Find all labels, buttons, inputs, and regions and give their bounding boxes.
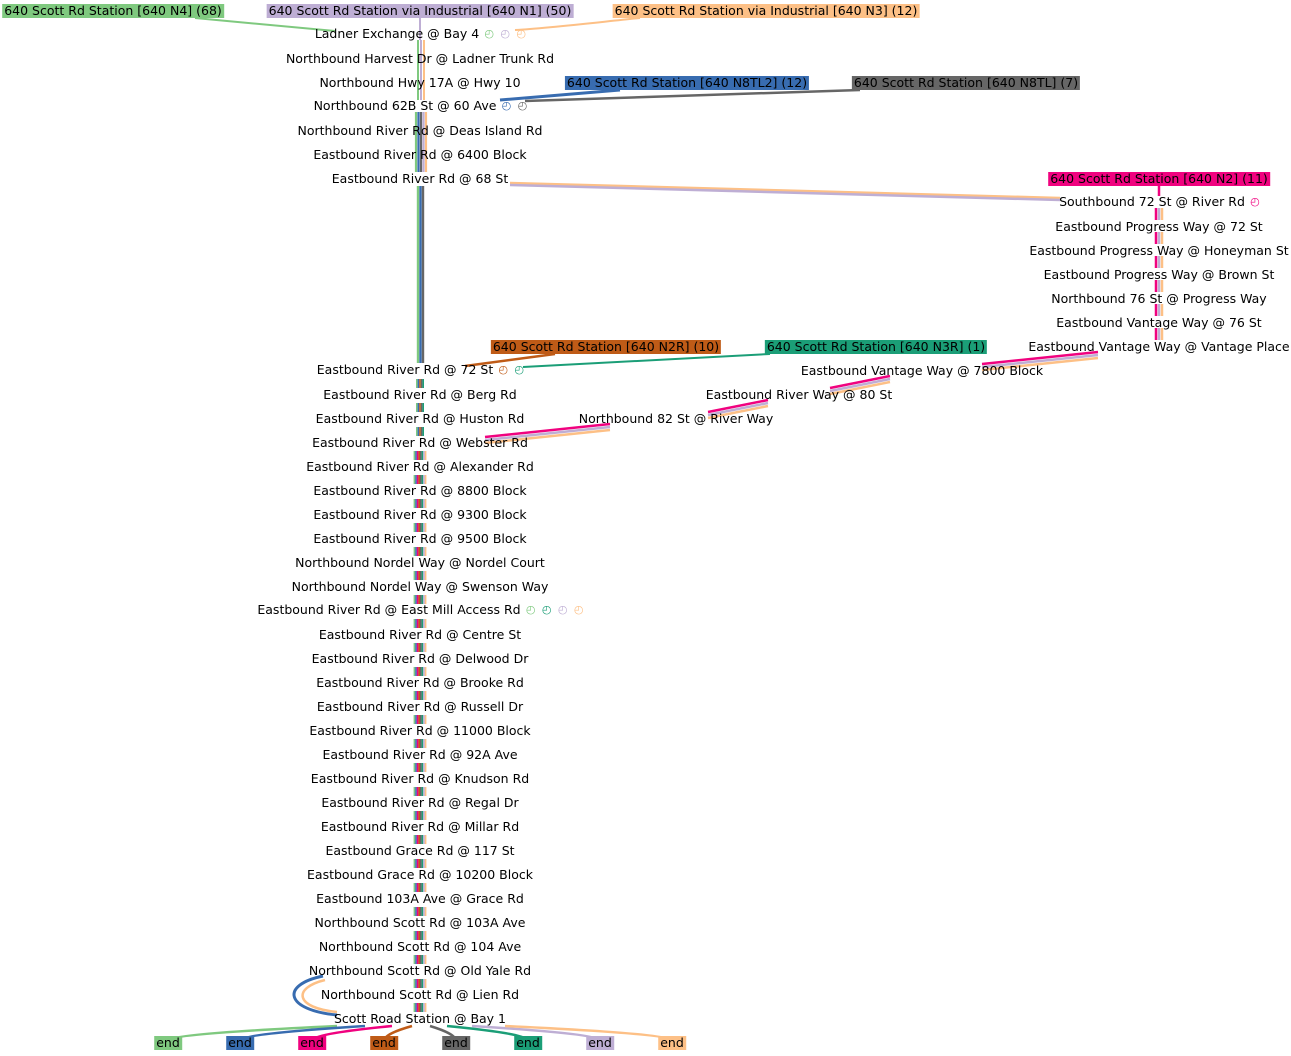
loop-line-n3 [301, 978, 338, 1014]
end-label-n1: end [586, 1035, 614, 1050]
route-line-n3r [522, 353, 771, 368]
stop-label: Northbound Scott Rd @ 103A Ave [314, 915, 526, 930]
end-label-n2: end [298, 1035, 326, 1050]
stop-label: Eastbound River Way @ 80 St [705, 387, 893, 402]
end-label-n3: end [658, 1035, 686, 1050]
stop-label: Eastbound River Rd @ Russell Dr [316, 699, 524, 714]
stop-label: Ladner Exchange @ Bay 4 [314, 26, 480, 41]
stop-label: Eastbound River Rd @ Knudson Rd [310, 771, 530, 786]
stop-label: Eastbound Progress Way @ Honeyman St [1029, 243, 1289, 258]
route-label-n4: 640 Scott Rd Station [640 N4] (68) [2, 3, 224, 18]
stop-label: Northbound 82 St @ River Way [578, 411, 774, 426]
branch-line-n3 [509, 181, 1061, 200]
end-label-n2r: end [370, 1035, 398, 1050]
clock-icon: ◴ [557, 603, 568, 616]
stop-label: Eastbound River Rd @ 11000 Block [309, 723, 531, 738]
branch-segment [484, 425, 611, 442]
stop-label: Eastbound River Rd @ Webster Rd [312, 435, 528, 450]
stop-label: Eastbound River Rd @ Delwood Dr [311, 651, 529, 666]
stop-label: Eastbound River Rd @ 6400 Block [313, 147, 527, 162]
stop-label: Northbound Hwy 17A @ Hwy 10 [319, 75, 521, 90]
route-label-n3: 640 Scott Rd Station via Industrial [640… [612, 3, 920, 18]
clock-icon: ◴ [1250, 195, 1260, 208]
stop-label: Northbound 76 St @ Progress Way [1051, 291, 1267, 306]
end-label-n3r: end [514, 1035, 542, 1050]
stop-label: Eastbound River Rd @ Alexander Rd [306, 459, 534, 474]
route-line-n8tl2 [499, 88, 621, 102]
branch-line-n1 [509, 183, 1061, 202]
route-line-n2r [464, 352, 556, 368]
stop-label: Eastbound River Rd @ Berg Rd [323, 387, 517, 402]
stop-label: Southbound 72 St @ River Rd [1059, 194, 1245, 209]
stop-label: Northbound Scott Rd @ Lien Rd [320, 987, 520, 1002]
route-line-n4 [194, 17, 336, 32]
end-label-n8tl: end [442, 1035, 470, 1050]
stop-label: Northbound 62B St @ 60 Ave [313, 98, 497, 113]
clock-icon: ◴ [541, 603, 552, 616]
branch-segment [981, 356, 1099, 372]
clock-icon: ◴ [500, 27, 510, 40]
route-line-n3 [514, 17, 641, 31]
stop-label: Eastbound River Rd @ East Mill Access Rd [257, 602, 521, 617]
stop-label: Eastbound River Rd @ 8800 Block [313, 483, 527, 498]
stop-label: Eastbound River Rd @ Regal Dr [321, 795, 519, 810]
stop-label: Northbound Scott Rd @ Old Yale Rd [308, 963, 532, 978]
end-label-n8tl2: end [226, 1035, 254, 1050]
stop-label: Eastbound Progress Way @ Brown St [1043, 267, 1275, 282]
branch-segment [484, 428, 611, 445]
clock-icon: ◴ [525, 603, 536, 616]
stop-label: Eastbound 103A Ave @ Grace Rd [316, 891, 524, 906]
stop-label: Eastbound Vantage Way @ 7800 Block [800, 363, 1044, 378]
stop-label: Eastbound River Rd @ Millar Rd [320, 819, 520, 834]
stop-label: Eastbound River Rd @ 92A Ave [322, 747, 518, 762]
stop-label: Eastbound River Rd @ 68 St [331, 171, 509, 186]
stop-label: Eastbound Grace Rd @ 10200 Block [307, 867, 533, 882]
stop-label: Eastbound Vantage Way @ Vantage Place [1028, 339, 1290, 354]
branch-segment [829, 377, 891, 393]
clock-icon: ◴ [484, 27, 494, 40]
stop-label: Eastbound River Rd @ 9300 Block [313, 507, 527, 522]
stop-label: Northbound River Rd @ Deas Island Rd [297, 123, 543, 138]
stop-label: Eastbound Grace Rd @ 117 St [325, 843, 515, 858]
branch-segment [829, 380, 891, 396]
stop-label: Northbound Scott Rd @ 104 Ave [318, 939, 522, 954]
branch-segment [707, 404, 769, 420]
clock-icon: ◴ [501, 99, 512, 112]
stop-label: Scott Road Station @ Bay 1 [333, 1011, 507, 1026]
branch-segment [981, 353, 1099, 369]
branch-segment [707, 398, 769, 414]
loop-line-n8tl2 [292, 974, 338, 1017]
route-label-n8tl2: 640 Scott Rd Station [640 N8TL2] (12) [564, 75, 810, 90]
stop-label: Eastbound River Rd @ Centre St [318, 627, 522, 642]
branch-segment [707, 401, 769, 417]
route-line-n8tl [524, 88, 861, 103]
route-label-n1: 640 Scott Rd Station via Industrial [640… [266, 3, 574, 18]
stop-label: Eastbound Progress Way @ 72 St [1055, 219, 1263, 234]
end-label-n4: end [154, 1035, 182, 1050]
stop-label: Eastbound River Rd @ 9500 Block [313, 531, 527, 546]
route-label-n3r: 640 Scott Rd Station [640 N3R] (1) [764, 339, 988, 354]
stop-label: Eastbound River Rd @ Huston Rd [315, 411, 525, 426]
stop-label: Eastbound River Rd @ Brooke Rd [316, 675, 524, 690]
stop-label: Eastbound River Rd @ 72 St [316, 362, 494, 377]
clock-icon: ◴ [514, 363, 525, 376]
clock-icon: ◴ [573, 603, 584, 616]
stop-label: Northbound Nordel Way @ Swenson Way [291, 579, 549, 594]
route-label-n8tl: 640 Scott Rd Station [640 N8TL] (7) [851, 75, 1081, 90]
clock-icon: ◴ [516, 27, 526, 40]
clock-icon: ◴ [517, 99, 528, 112]
branch-segment [981, 350, 1099, 366]
branch-segment [829, 374, 891, 390]
stop-label: Northbound Nordel Way @ Nordel Court [295, 555, 545, 570]
stop-label: Eastbound Vantage Way @ 76 St [1056, 315, 1262, 330]
clock-icon: ◴ [498, 363, 509, 376]
branch-segment [484, 422, 611, 439]
route-label-n2: 640 Scott Rd Station [640 N2] (11) [1048, 171, 1270, 186]
stop-label: Northbound Harvest Dr @ Ladner Trunk Rd [285, 51, 555, 66]
route-label-n2r: 640 Scott Rd Station [640 N2R] (10) [490, 339, 722, 354]
